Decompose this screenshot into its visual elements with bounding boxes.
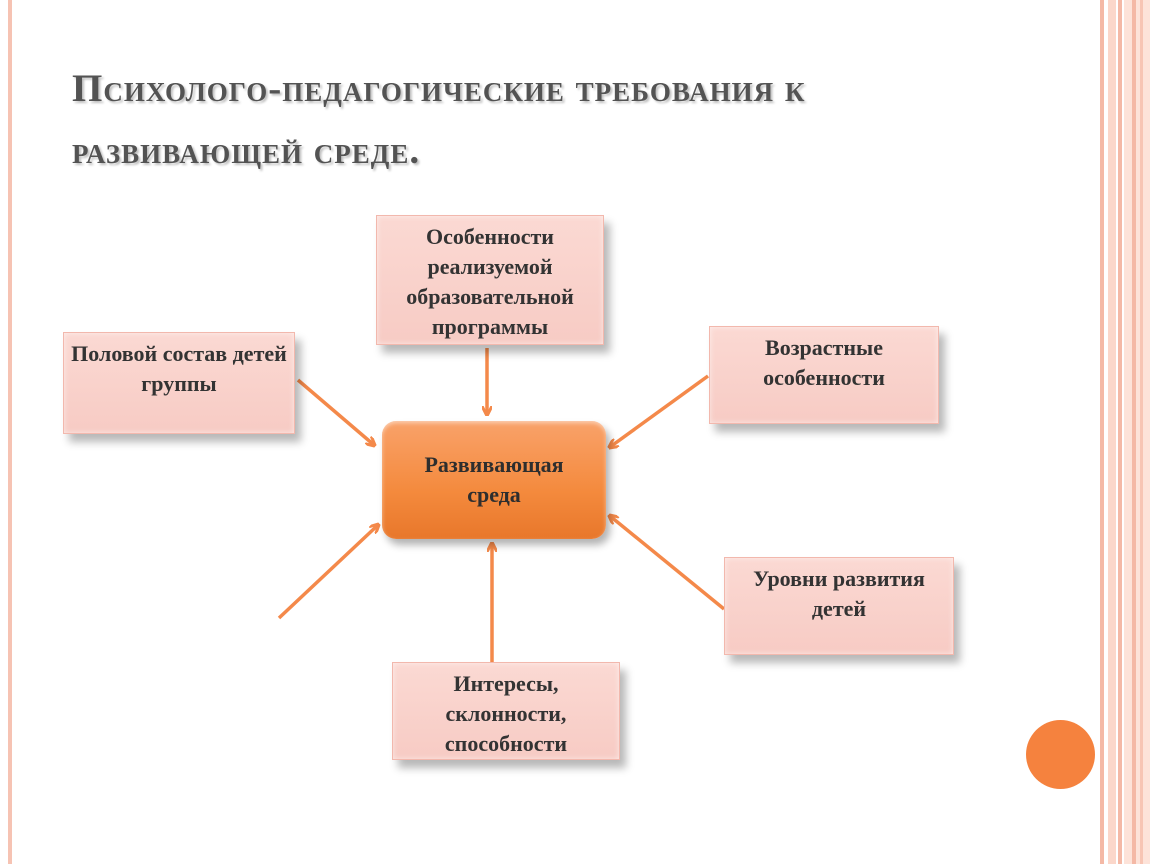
node-age-features: Возрастные особенности: [709, 326, 939, 424]
arrow-right-bottom-to-center: [610, 516, 726, 611]
frame-right-stripe: [1140, 0, 1143, 864]
frame-right-stripe: [1132, 0, 1136, 864]
frame-left-stripe: [8, 0, 12, 864]
node-gender-composition-label: Половой состав детей группы: [71, 341, 287, 396]
node-interests-abilities: Интересы, склонности, способности: [392, 662, 620, 760]
node-interests-abilities-label: Интересы, склонности, способности: [444, 671, 568, 756]
frame-right-stripe: [1124, 0, 1150, 864]
frame-right-stripe: [1100, 0, 1104, 864]
slide-title: Психолого-педагогические требования к ра…: [72, 67, 806, 172]
arrow-right-top-to-center: [610, 374, 710, 447]
decorative-orange-circle: [1026, 720, 1095, 789]
frame-right-stripe: [1118, 0, 1122, 864]
frame-right-stripe: [1108, 0, 1116, 864]
arrow-lower-left-to-center: [277, 525, 378, 620]
node-program-features: Особенности реализуемой образовательной …: [376, 215, 604, 345]
node-developing-environment-label: Развивающая среда: [424, 452, 564, 507]
node-developing-environment: Развивающая среда: [382, 421, 606, 539]
node-age-features-label: Возрастные особенности: [763, 335, 885, 390]
arrow-left-to-center: [296, 378, 374, 445]
node-program-features-label: Особенности реализуемой образовательной …: [406, 224, 574, 339]
node-development-levels: Уровни развития детей: [724, 557, 954, 655]
node-development-levels-label: Уровни развития детей: [753, 566, 925, 621]
node-gender-composition: Половой состав детей группы: [63, 332, 295, 434]
